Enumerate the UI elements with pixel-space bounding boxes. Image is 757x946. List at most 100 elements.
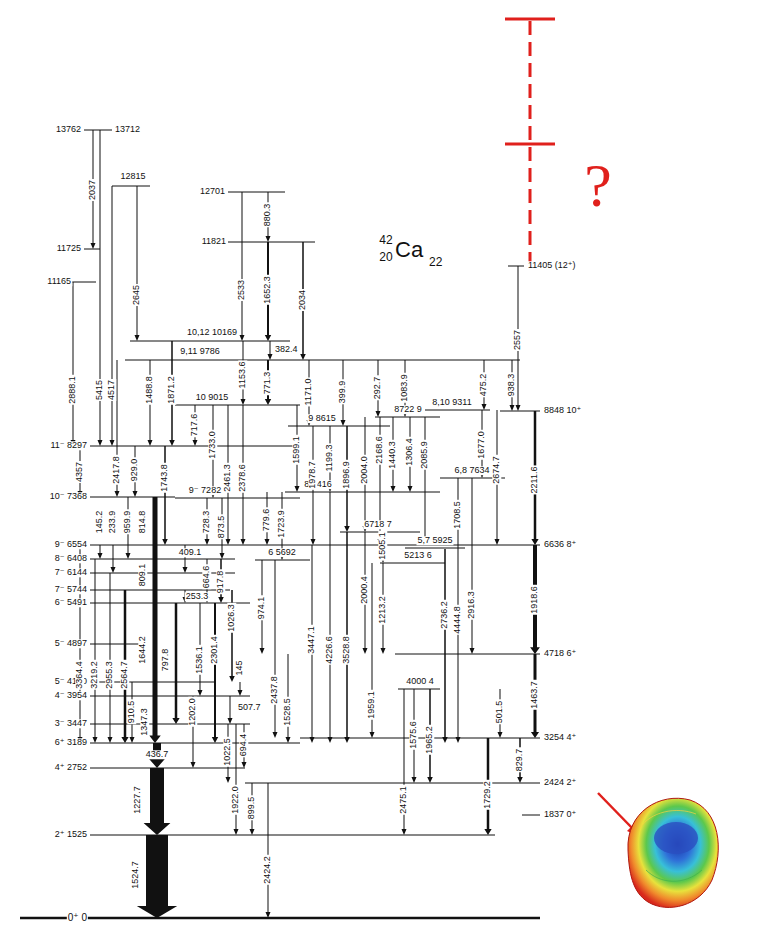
gamma-energy: 1708.5 [453, 500, 462, 530]
gamma-energy: 1463.7 [530, 680, 539, 710]
gamma-energy: 2004.0 [360, 455, 369, 485]
level-line [130, 341, 290, 342]
level-label: 8⁻ 6408 [54, 554, 88, 563]
nuclide-symbol: 20 [378, 251, 393, 264]
level-label: 7⁻ 6144 [54, 568, 88, 577]
level-line [125, 360, 520, 361]
level-line [84, 130, 112, 131]
gamma-energy: 1871.2 [167, 375, 176, 405]
gamma-energy: 3364.4 [75, 660, 84, 690]
level-label: 12701 [199, 187, 226, 196]
gamma-energy: 1213.2 [378, 595, 387, 625]
gamma-arrow [328, 492, 333, 743]
gamma-energy: 507.7 [237, 703, 262, 712]
gamma-energy: 1743.8 [160, 463, 169, 493]
level-label: 9⁻ 7282 [188, 486, 222, 495]
gamma-energy: 2211.6 [530, 466, 539, 495]
gamma-arrow [149, 497, 161, 743]
level-label: 3254 4⁺ [543, 733, 577, 742]
level-line [175, 405, 300, 406]
gamma-arrow [110, 186, 115, 446]
level-label: 5,7 5925 [416, 536, 453, 545]
gamma-energy: 873.5 [217, 515, 226, 540]
level-label: 5⁻ 4897 [54, 639, 88, 648]
level-line [380, 563, 445, 564]
gamma-energy: 899.5 [247, 796, 256, 821]
gamma-arrow [531, 654, 539, 738]
gamma-energy: 2085.9 [420, 440, 429, 470]
gamma-energy: 2736.2 [440, 600, 449, 630]
gamma-energy: 2461.3 [223, 463, 232, 493]
nucleus-core [654, 822, 698, 854]
gamma-energy: 809.1 [138, 563, 147, 588]
level-line [70, 282, 96, 283]
gamma-arrow [273, 560, 278, 738]
gamma-energy: 1227.7 [133, 785, 142, 815]
gamma-energy: 1440.3 [388, 440, 397, 470]
nucleus-shape [628, 798, 718, 907]
gamma-arrow [162, 446, 168, 545]
gamma-energy: 2000.4 [360, 575, 369, 605]
red-bar [505, 143, 555, 146]
gamma-energy: 959.9 [123, 510, 132, 535]
gamma-energy: 3219.2 [90, 660, 99, 690]
gamma-arrow [98, 545, 103, 559]
gamma-energy: 938.3 [507, 373, 516, 398]
gamma-energy: 1729.2 [483, 780, 492, 810]
level-label: 8722 9 [393, 405, 423, 414]
level-label: 5213 6 [403, 551, 433, 560]
level-label: 6⁺ 3189 [54, 738, 88, 747]
gamma-energy: 2034 [298, 289, 307, 311]
gamma-energy: 1644.2 [138, 635, 147, 665]
level-line [395, 654, 540, 655]
gamma-energy: 917.8 [216, 570, 225, 595]
gamma-energy: 501.5 [495, 700, 504, 725]
gamma-energy: 929.0 [130, 458, 139, 483]
gamma-energy: 233.9 [108, 510, 117, 535]
level-line [90, 497, 175, 498]
gamma-energy: 1171.0 [304, 378, 313, 407]
gamma-energy: 1922.0 [231, 785, 240, 815]
level-label: 4718 6⁺ [543, 649, 577, 658]
level-label: 6636 8⁺ [543, 540, 577, 549]
gamma-energy: 2417.8 [112, 455, 121, 485]
gamma-energy: 1153.6 [238, 361, 247, 390]
gamma-energy: 2916.3 [467, 590, 476, 620]
level-label: 10 9015 [195, 393, 230, 402]
gamma-energy: 728.3 [202, 510, 211, 535]
level-line [425, 410, 490, 411]
level-line [20, 917, 540, 920]
level-line [508, 266, 524, 267]
nucleus-contour [640, 810, 696, 828]
level-line [288, 426, 390, 427]
gamma-energy: 399.9 [338, 380, 347, 405]
gamma-energy: 1652.3 [263, 275, 272, 305]
level-label: 10⁻ 7368 [49, 492, 88, 501]
gamma-energy: 2674.7 [492, 455, 501, 485]
level-label: 10,12 10169 [186, 328, 238, 337]
gamma-energy: 1599.1 [292, 435, 301, 465]
level-line [112, 186, 150, 187]
gamma-energy: 2301.4 [210, 635, 219, 665]
gamma-energy: 1026.3 [227, 603, 236, 633]
level-label: 6⁻ 5491 [54, 598, 88, 607]
gamma-energy: 1536.1 [195, 645, 204, 675]
level-label: 9 8615 [307, 414, 337, 423]
level-line [405, 548, 465, 549]
red-arrow [598, 793, 634, 830]
transition-arrows [71, 130, 540, 918]
gamma-energy: 436.7 [145, 750, 170, 759]
gamma-energy: 779.6 [262, 508, 271, 533]
gamma-energy: 1677.0 [477, 430, 486, 460]
level-label: 11725 [56, 244, 82, 253]
gamma-energy: 1918.6 [530, 585, 539, 615]
red-bar [505, 18, 555, 21]
gamma-energy: 797.8 [161, 648, 170, 673]
gamma-energy: 2424.2 [263, 855, 272, 885]
level-line [90, 559, 235, 560]
gamma-energy: 1022.5 [223, 737, 232, 767]
level-label: 4000 4 [405, 677, 435, 686]
gamma-arrow [212, 603, 218, 743]
level-line [90, 644, 140, 645]
